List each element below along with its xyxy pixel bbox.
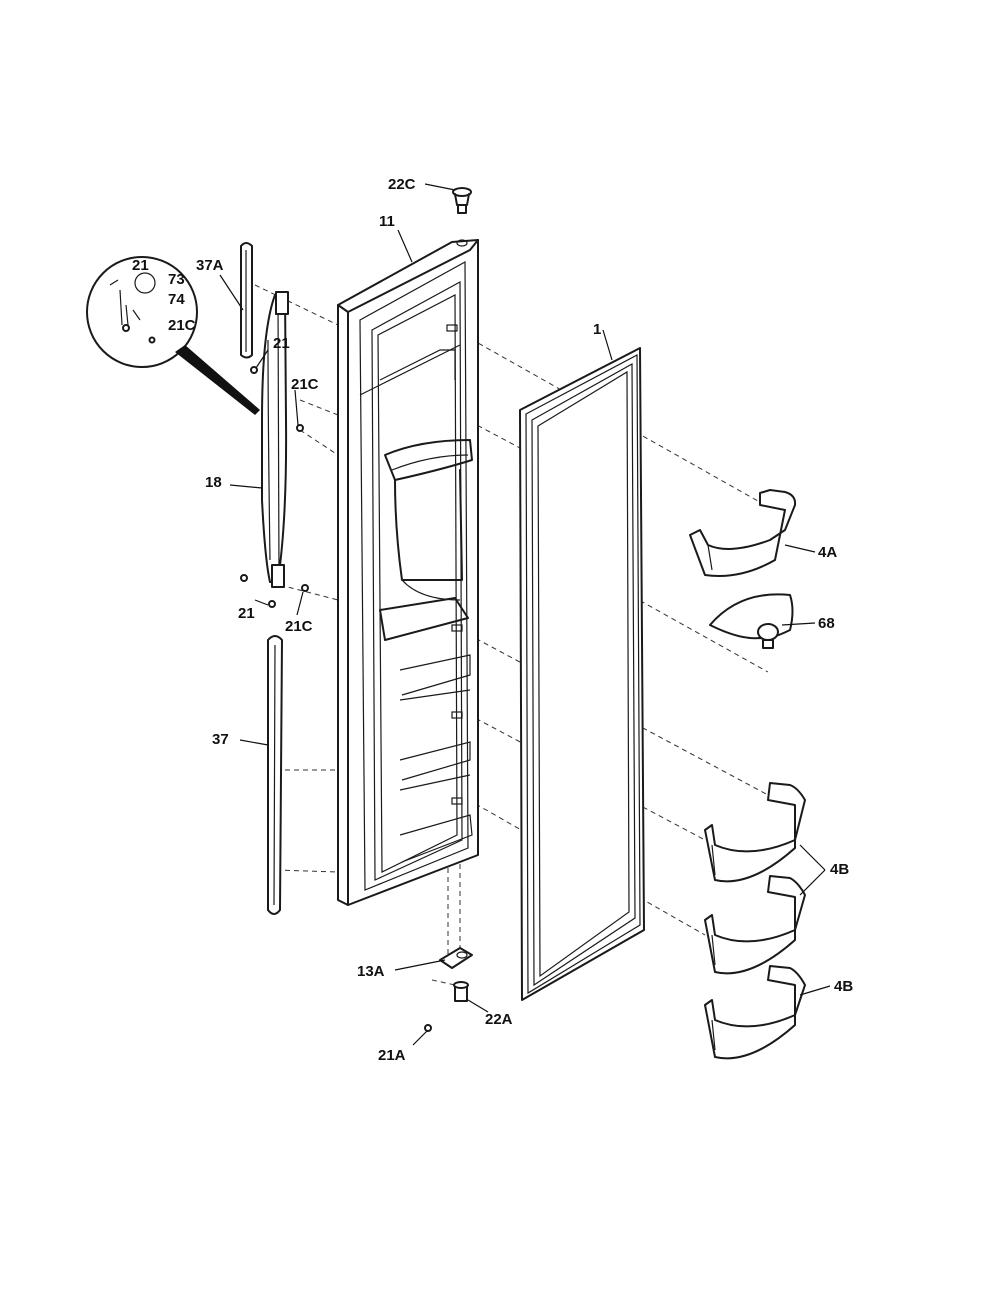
label-37: 37 <box>212 731 229 748</box>
bin-4b-upper <box>704 782 806 883</box>
screws <box>240 366 432 1032</box>
inset-detail <box>86 256 260 415</box>
label-11: 11 <box>379 213 395 230</box>
label-21-top: 21 <box>273 335 290 352</box>
label-37a: 37A <box>196 257 224 274</box>
label-21a: 21A <box>378 1047 406 1064</box>
part-labels: 22C 11 1 37A 21 21C 18 21 21C 37 4A 68 4… <box>132 176 853 1064</box>
bin-4a <box>689 489 797 577</box>
label-68: 68 <box>818 615 835 632</box>
top-hinge-pin <box>452 187 472 214</box>
label-inset-21c: 21C <box>168 317 196 334</box>
label-22a: 22A <box>485 1011 513 1028</box>
door-handle <box>261 291 289 588</box>
lower-trim-strip <box>267 635 283 915</box>
label-4a: 4A <box>818 544 837 561</box>
label-21-lower: 21 <box>238 605 255 622</box>
door-gasket <box>519 347 645 1001</box>
label-4b-single: 4B <box>834 978 853 995</box>
upper-trim-strip <box>240 242 253 359</box>
label-4b-pair: 4B <box>830 861 849 878</box>
label-1: 1 <box>593 321 601 338</box>
alignment-lines <box>254 284 769 986</box>
label-inset-73: 73 <box>168 271 185 288</box>
bottom-hinge-pin <box>453 981 469 1002</box>
bin-68 <box>709 593 794 649</box>
label-18: 18 <box>205 474 222 491</box>
label-21c-lower: 21C <box>285 618 313 635</box>
label-13a: 13A <box>357 963 385 980</box>
label-21c-upper: 21C <box>291 376 319 393</box>
leader-lines <box>219 183 831 1046</box>
bottom-hinge-plate <box>439 947 473 969</box>
door-outer-panel <box>337 239 479 906</box>
label-inset-74: 74 <box>168 291 185 308</box>
bin-4b-lower <box>704 965 806 1060</box>
label-inset-21: 21 <box>132 257 149 274</box>
label-22c: 22C <box>388 176 416 193</box>
bin-4b-middle <box>704 875 806 975</box>
